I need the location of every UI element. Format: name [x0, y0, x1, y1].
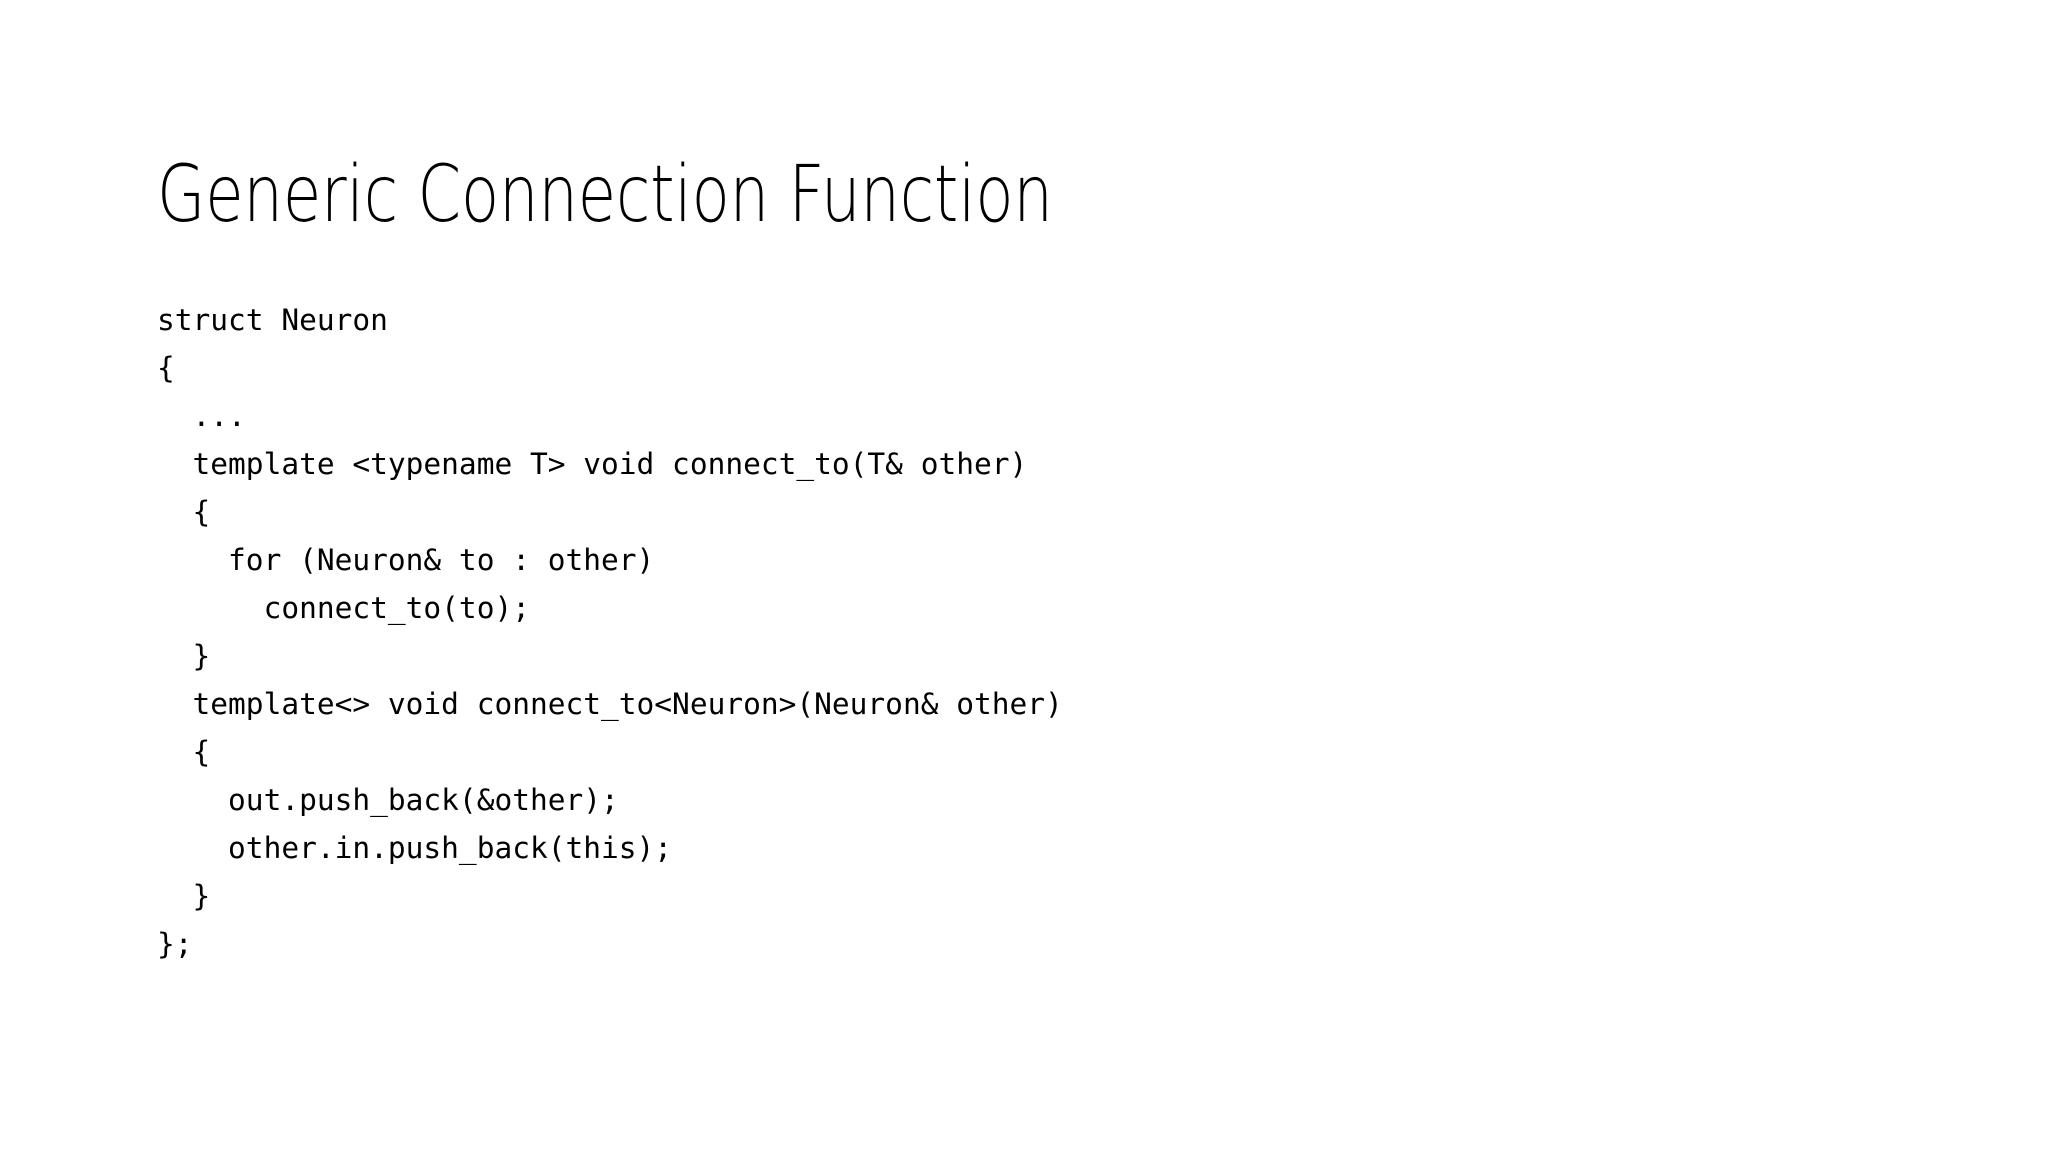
- code-line: struct Neuron: [157, 303, 388, 337]
- code-line: connect_to(to);: [157, 591, 530, 625]
- code-line: };: [157, 927, 193, 961]
- code-line: for (Neuron& to : other): [157, 543, 655, 577]
- page-title: Generic Connection Function: [157, 150, 1053, 241]
- code-block: struct Neuron { ... template <typename T…: [157, 296, 1557, 968]
- code-line: template <typename T> void connect_to(T&…: [157, 447, 1028, 481]
- code-line: {: [157, 735, 211, 769]
- code-line: {: [157, 495, 211, 529]
- code-line: }: [157, 639, 211, 673]
- code-line: }: [157, 879, 211, 913]
- code-line: other.in.push_back(this);: [157, 831, 673, 865]
- code-line: {: [157, 351, 175, 385]
- code-line: out.push_back(&other);: [157, 783, 619, 817]
- code-line: template<> void connect_to<Neuron>(Neuro…: [157, 687, 1063, 721]
- code-line: ...: [157, 399, 246, 433]
